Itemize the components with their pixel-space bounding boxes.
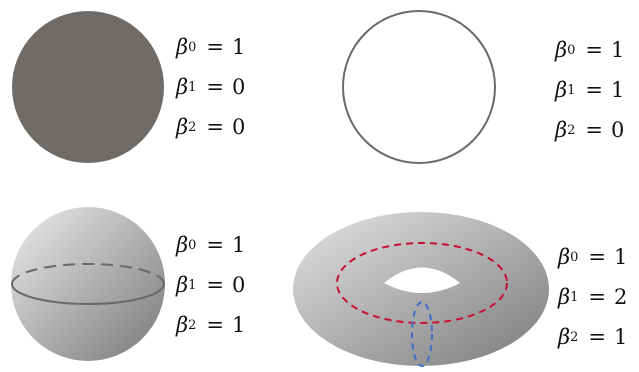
sphere-equator-back (11, 263, 165, 285)
sphere-equator-front (11, 283, 165, 305)
filled-disk (12, 11, 164, 163)
torus (293, 212, 549, 367)
circle-outline (342, 10, 496, 164)
torus-loop-red (336, 242, 508, 324)
sphere (11, 207, 165, 361)
torus-loop-blue (411, 301, 433, 367)
